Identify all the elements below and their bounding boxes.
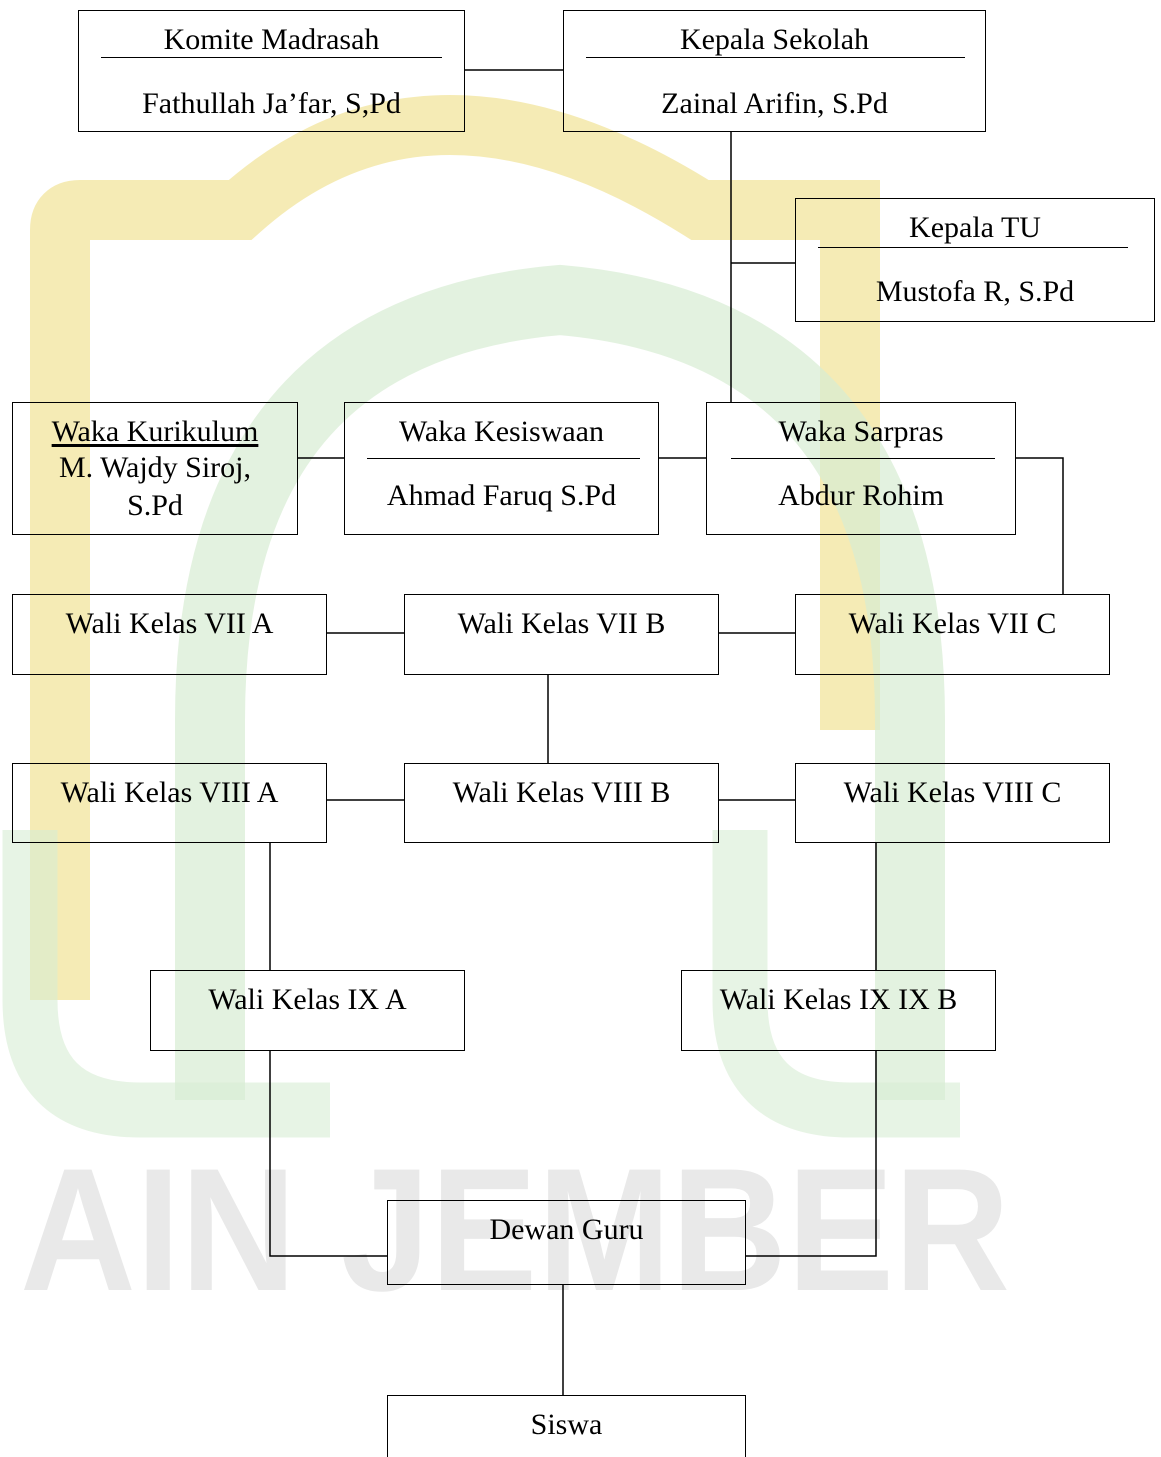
ix-a-label: Wali Kelas IX A — [208, 983, 407, 1016]
kurikulum-title: Waka Kurikulum — [51, 415, 259, 448]
wali-kelas-viii-a-box: Wali Kelas VIII A — [12, 763, 327, 843]
vii-c-label: Wali Kelas VII C — [848, 607, 1057, 640]
kepala-tu-box: Kepala TU Mustofa R, S.Pd — [795, 198, 1155, 322]
kesiswaan-title: Waka Kesiswaan — [398, 415, 604, 448]
kurikulum-name-line1: M. Wajdy Siroj, — [58, 451, 252, 484]
vii-b-label: Wali Kelas VII B — [457, 607, 666, 640]
sarpras-name: Abdur Rohim — [778, 479, 944, 512]
komite-title-rule — [101, 57, 442, 58]
wali-kelas-vii-b-box: Wali Kelas VII B — [404, 594, 719, 675]
komite-title: Komite Madrasah — [163, 23, 380, 56]
wali-kelas-viii-b-box: Wali Kelas VIII B — [404, 763, 719, 843]
tu-title: Kepala TU — [909, 211, 1041, 244]
connector-sarpras-vii-c — [1016, 457, 1064, 594]
dewan-guru-label: Dewan Guru — [489, 1213, 644, 1246]
wali-kelas-vii-a-box: Wali Kelas VII A — [12, 594, 327, 675]
wali-kelas-vii-c-box: Wali Kelas VII C — [795, 594, 1110, 675]
viii-a-label: Wali Kelas VIII A — [60, 776, 279, 809]
watermark-arch-gold — [30, 95, 880, 1000]
sarpras-title-rule — [731, 458, 995, 459]
wali-kelas-ix-b-box: Wali Kelas IX IX B — [681, 970, 996, 1051]
kepala-sekolah-box: Kepala Sekolah Zainal Arifin, S.Pd — [563, 10, 986, 132]
watermark-arch-green — [175, 264, 945, 1100]
viii-c-label: Wali Kelas VIII C — [843, 776, 1062, 809]
kepala-title-rule — [586, 57, 965, 58]
siswa-label: Siswa — [530, 1408, 603, 1441]
waka-kesiswaan-box: Waka Kesiswaan Ahmad Faruq S.Pd — [344, 402, 659, 535]
komite-name: Fathullah Ja’far, S,Pd — [142, 87, 401, 120]
kesiswaan-title-rule — [367, 458, 640, 459]
kepala-title: Kepala Sekolah — [679, 23, 870, 56]
watermark-text: AIN JEMBER — [20, 1133, 1010, 1328]
komite-madrasah-box: Komite Madrasah Fathullah Ja’far, S,Pd — [78, 10, 465, 132]
kurikulum-name-line2: S.Pd — [127, 489, 183, 522]
waka-sarpras-box: Waka Sarpras Abdur Rohim — [706, 402, 1016, 535]
siswa-box: Siswa — [387, 1395, 746, 1457]
viii-b-label: Wali Kelas VIII B — [452, 776, 671, 809]
wali-kelas-viii-c-box: Wali Kelas VIII C — [795, 763, 1110, 843]
tu-name: Mustofa R, S.Pd — [875, 275, 1075, 308]
watermark-logo — [2, 95, 960, 1138]
watermark-u-green — [2, 830, 960, 1138]
sarpras-title: Waka Sarpras — [778, 415, 944, 448]
kepala-name: Zainal Arifin, S.Pd — [661, 87, 888, 120]
vii-a-label: Wali Kelas VII A — [65, 607, 274, 640]
tu-title-rule — [818, 247, 1128, 248]
connector-ix-a-dewan — [269, 1051, 387, 1257]
kesiswaan-name: Ahmad Faruq S.Pd — [386, 479, 617, 512]
connector-ix-b-dewan — [746, 1051, 877, 1257]
wali-kelas-ix-a-box: Wali Kelas IX A — [150, 970, 465, 1051]
waka-kurikulum-box: Waka Kurikulum M. Wajdy Siroj, S.Pd — [12, 402, 298, 535]
ix-b-label: Wali Kelas IX IX B — [719, 983, 958, 1016]
dewan-guru-box: Dewan Guru — [387, 1200, 746, 1285]
